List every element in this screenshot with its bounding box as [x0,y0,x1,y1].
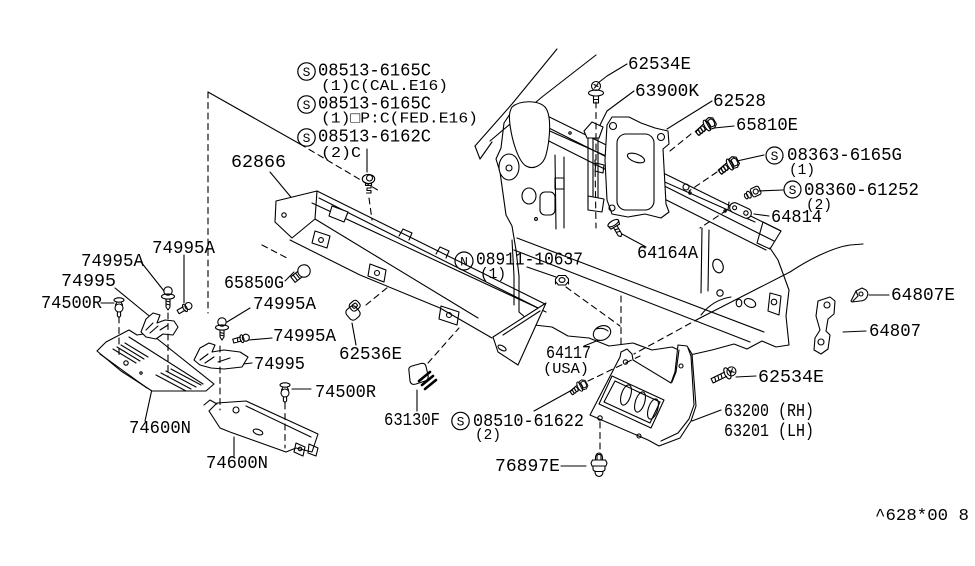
svg-text:74995A: 74995A [253,295,316,315]
svg-text:76897E: 76897E [495,457,560,477]
svg-text:(2): (2) [806,197,832,214]
svg-text:74995: 74995 [61,272,116,292]
svg-text:74995A: 74995A [81,252,144,272]
svg-text:08513-6165C: 08513-6165C [318,95,431,115]
svg-text:74600N: 74600N [206,454,268,474]
svg-text:65850G: 65850G [224,274,284,294]
svg-text:64807E: 64807E [891,286,955,306]
svg-text:65810E: 65810E [736,116,798,136]
svg-text:(USA): (USA) [543,361,589,378]
svg-text:62536E: 62536E [339,345,402,365]
svg-text:74600N: 74600N [129,419,191,439]
svg-text:74500R: 74500R [41,294,102,314]
svg-text:S: S [303,98,311,113]
svg-text:74500R: 74500R [315,383,376,403]
svg-text:74995A: 74995A [152,239,215,259]
svg-text:64164A: 64164A [637,244,698,264]
svg-text:(1)□P:C(FED.E16): (1)□P:C(FED.E16) [321,111,478,128]
svg-text:08510-61622: 08510-61622 [473,412,584,432]
svg-text:63900K: 63900K [635,82,699,102]
svg-text:S: S [789,183,797,198]
svg-text:08911-10637: 08911-10637 [476,251,583,271]
svg-text:(2): (2) [475,427,501,444]
svg-text:S: S [457,415,465,430]
svg-text:08360-61252: 08360-61252 [804,181,919,201]
svg-text:62528: 62528 [713,92,766,112]
svg-text:74995: 74995 [254,355,305,375]
svg-text:08363-6165G: 08363-6165G [787,146,902,166]
svg-text:64117: 64117 [546,344,591,364]
svg-text:(1): (1) [480,266,506,283]
svg-text:64814: 64814 [771,208,822,228]
svg-text:^628*00 8: ^628*00 8 [875,507,969,526]
svg-text:64807: 64807 [869,322,921,342]
svg-text:N: N [460,255,468,270]
svg-text:(2)C: (2)C [321,145,361,162]
svg-text:62534E: 62534E [628,55,691,75]
svg-text:63130F: 63130F [384,411,440,431]
svg-text:S: S [303,65,311,80]
svg-text:62866: 62866 [231,153,286,173]
svg-text:(1)C(CAL.E16): (1)C(CAL.E16) [321,78,448,95]
svg-text:S: S [771,149,779,164]
svg-text:63200 (RH): 63200 (RH) [724,402,814,422]
svg-text:(1): (1) [789,162,815,179]
svg-text:74995A: 74995A [273,327,336,347]
svg-text:63201 (LH): 63201 (LH) [724,422,814,442]
svg-text:62534E: 62534E [758,368,824,388]
svg-text:08513-6162C: 08513-6162C [318,128,431,148]
svg-text:S: S [303,131,311,146]
svg-text:08513-6165C: 08513-6165C [318,62,431,82]
